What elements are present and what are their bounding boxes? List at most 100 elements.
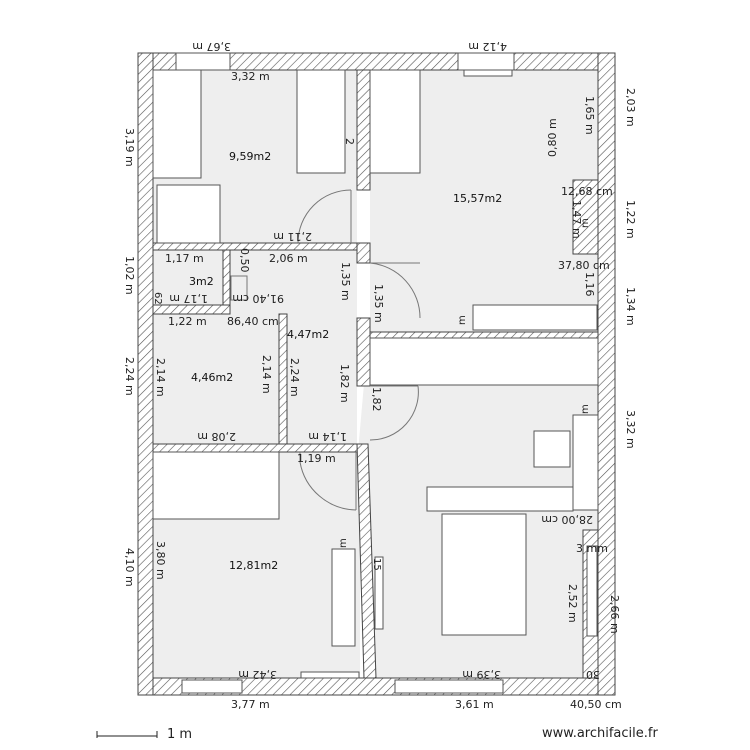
wardrobe-nw — [296, 69, 346, 174]
dim-right-2: 1,22 m — [624, 200, 637, 239]
dim-2800: 28,00 cm — [541, 513, 593, 526]
dim-30: 30 — [586, 668, 600, 681]
wall-nw-ne-upper — [356, 69, 371, 191]
area-room-nw: 9,59m2 — [229, 150, 271, 163]
dim-62: 62 — [152, 292, 163, 305]
dim-right-1: 2,03 m — [624, 88, 637, 127]
dim-right-5: 2,66 m — [608, 595, 621, 634]
area-room-small: 3m2 — [189, 275, 214, 288]
wall-mid-vert-2 — [356, 317, 371, 387]
dim-080: 0,80 m — [546, 118, 559, 157]
dim-214a: 2,14 m — [154, 358, 167, 397]
dim-224: 2,24 m — [288, 358, 301, 397]
dim-117b: 1,17 m — [169, 292, 208, 305]
dim-inner-bottom-left: 3,42 m — [238, 668, 277, 681]
bed-ne — [369, 69, 421, 174]
dim-right-3: 1,34 m — [624, 287, 637, 326]
dim-inner-bottom-right: 3,39 m — [462, 668, 501, 681]
mirror-se — [586, 545, 598, 637]
dim-135a: 1,35 m — [339, 262, 352, 301]
dim-4191: 91,40 cm — [232, 292, 284, 305]
door-ne[interactable] — [369, 262, 421, 319]
area-hall: 4,47m2 — [287, 328, 329, 341]
window-bottom-left — [181, 679, 243, 694]
door-small[interactable] — [230, 275, 248, 301]
dim-right-4: 3,32 m — [624, 410, 637, 449]
dim-116: 1,16 — [583, 272, 596, 297]
dim-206: 2,06 m — [269, 252, 308, 265]
dim-135b: 1,35 m — [372, 284, 385, 323]
wall-ne-closet — [572, 179, 599, 255]
nightstand-se — [533, 430, 571, 468]
dim-165: 1,65 m — [583, 96, 596, 135]
dim-top-right: 4,12 m — [468, 40, 507, 53]
dim-8640: 86,40 cm — [227, 315, 279, 328]
dim-122: 1,22 m — [168, 315, 207, 328]
wall-wmid-right — [278, 313, 288, 445]
dim-208: 2,08 m — [197, 430, 236, 443]
wall-small-bottom — [152, 304, 231, 315]
bed-se — [441, 513, 527, 636]
dim-117a: 1,17 m — [165, 252, 204, 265]
door-nw[interactable] — [297, 189, 352, 244]
dim-m1: m — [457, 315, 468, 325]
counter-se — [369, 337, 599, 386]
bed-nw — [152, 69, 202, 179]
door-sw[interactable] — [299, 452, 357, 511]
dim-214b: 2,14 m — [260, 355, 273, 394]
dim-1268: 12,68 cm — [561, 185, 613, 198]
wall-nw-bottom — [152, 242, 359, 251]
wall-small-right — [222, 249, 231, 306]
area-room-ne: 15,57m2 — [453, 192, 502, 205]
door-se[interactable] — [369, 385, 419, 441]
dim-bottom-right: 3,61 m — [455, 698, 494, 711]
bench-se — [426, 486, 574, 512]
wardrobe-sw — [331, 548, 356, 647]
window-bottom-right — [394, 679, 504, 694]
dim-2: 2 — [343, 138, 356, 145]
dim-bottom-corner: 40,50 cm — [570, 698, 622, 711]
dim-211: 2,11 m — [273, 230, 312, 243]
dim-15: 15 — [371, 558, 382, 571]
bed-sw — [152, 451, 280, 520]
scale-label: 1 m — [167, 727, 193, 742]
dim-252: 2,52 m — [566, 584, 579, 623]
wall-sw-se-angled — [356, 443, 377, 679]
dim-inner-top-left: 3,32 m — [231, 70, 270, 83]
dim-left-1: 3,19 m — [123, 128, 136, 167]
shelf-se — [374, 556, 384, 630]
dim-050: 0,50 — [238, 248, 251, 273]
dim-3mm: 3 mm — [576, 542, 608, 555]
wall-ne-bottom — [369, 331, 599, 339]
radiator-ne — [463, 69, 513, 77]
wall-left — [137, 52, 154, 696]
site-watermark: www.archifacile.fr — [542, 726, 658, 741]
dim-380: 3,80 m — [154, 541, 167, 580]
dim-m4: m — [580, 218, 591, 228]
dim-182a: 1,82 m — [338, 364, 351, 403]
floor-room-small — [153, 250, 223, 305]
desk-nw — [156, 184, 221, 244]
floor-room-w-mid — [153, 314, 279, 444]
dim-m2: m — [580, 404, 591, 414]
window-top-left — [175, 52, 231, 71]
area-room-w-mid: 4,46m2 — [191, 371, 233, 384]
dim-top-left: 3,67 m — [192, 40, 231, 53]
dim-147: 1,47 m — [570, 200, 583, 239]
dim-left-2: 1,02 m — [123, 256, 136, 295]
area-room-sw: 12,81m2 — [229, 559, 278, 572]
dim-114: 1,14 m — [308, 430, 347, 443]
dim-3780: 37,80 cm — [558, 259, 610, 272]
dim-bottom-left: 3,77 m — [231, 698, 270, 711]
dim-119: 1,19 m — [297, 452, 336, 465]
wall-mid-vert-1 — [356, 242, 371, 264]
cabinet-ne — [472, 304, 598, 331]
dim-182b: 1,82 — [370, 387, 383, 412]
wall-sw-top — [152, 443, 359, 453]
radiator-sw — [300, 671, 360, 679]
dresser-se — [572, 414, 599, 511]
dim-m3: m — [338, 538, 349, 548]
dim-left-4: 4,10 m — [123, 548, 136, 587]
scale-bar — [96, 731, 158, 738]
